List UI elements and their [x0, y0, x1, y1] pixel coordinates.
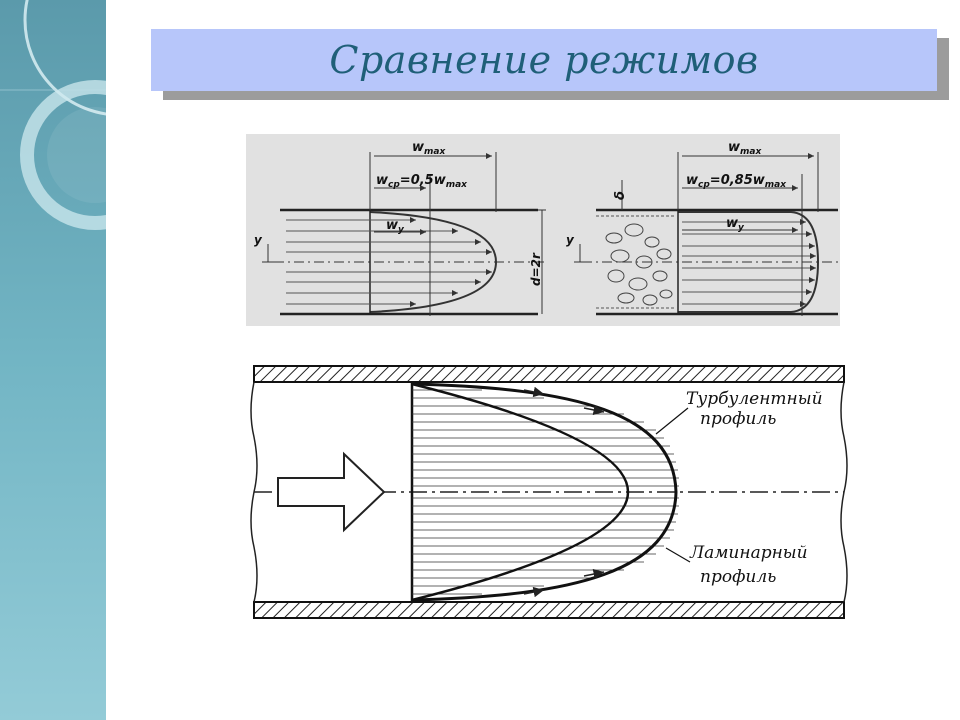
- decor-arc-large: [23, 0, 106, 116]
- turbulent-label-line2: профиль: [700, 409, 776, 429]
- break-line-left: [250, 381, 258, 603]
- delta-label: δ: [613, 191, 628, 200]
- laminar-profile-diagram: wmax wср=0,5wmax wy y d=2r: [254, 140, 546, 316]
- y-label: y: [254, 233, 263, 247]
- turbulent-label-line1: Турбулентный: [686, 389, 823, 409]
- turbulent-profile-curve: [411, 382, 678, 602]
- laminar-leader: [665, 547, 691, 563]
- turbulent-profile-diagram: wmax wср=0,85wmax wy y δ: [566, 140, 838, 316]
- velocity-profiles-diagram: wmax wср=0,5wmax wy y d=2r: [246, 134, 840, 326]
- velocity-hatching: [412, 389, 679, 595]
- wy-label: wy: [726, 216, 745, 233]
- decor-ring-fill: [47, 107, 106, 203]
- wmax-label: wmax: [412, 140, 446, 157]
- pipe-wall-bottom: [253, 601, 845, 619]
- sidebar-bg: [0, 0, 106, 720]
- break-line-right: [840, 381, 848, 603]
- turbulent-eddies: [605, 223, 673, 306]
- flow-arrows: [523, 386, 605, 598]
- wavg-label: wср=0,85wmax: [686, 173, 787, 190]
- decorative-sidebar: [0, 0, 106, 720]
- profile-comparison-diagram: Турбулентный профиль Ламинарный профиль: [244, 352, 852, 630]
- decor-ring: [20, 80, 106, 230]
- sidebar-decoration: [0, 0, 106, 720]
- velocity-vectors: [286, 217, 492, 307]
- laminar-label-line2: профиль: [700, 567, 776, 587]
- laminar-parabola: [369, 211, 498, 313]
- laminar-profile-curve: [411, 382, 630, 602]
- wavg-label: wср=0,5wmax: [376, 173, 468, 190]
- title-banner: Сравнение режимов: [151, 29, 937, 91]
- flow-direction-arrow: [277, 451, 386, 533]
- wy-label: wy: [386, 218, 405, 235]
- turbulent-leader: [655, 407, 689, 435]
- slide-title: Сравнение режимов: [329, 38, 759, 82]
- diameter-label: d=2r: [529, 252, 543, 286]
- laminar-label-line1: Ламинарный: [689, 543, 808, 563]
- pipe-wall-top: [253, 365, 845, 383]
- velocity-vectors: [682, 219, 816, 307]
- y-label: y: [566, 233, 575, 247]
- wmax-label: wmax: [728, 140, 762, 157]
